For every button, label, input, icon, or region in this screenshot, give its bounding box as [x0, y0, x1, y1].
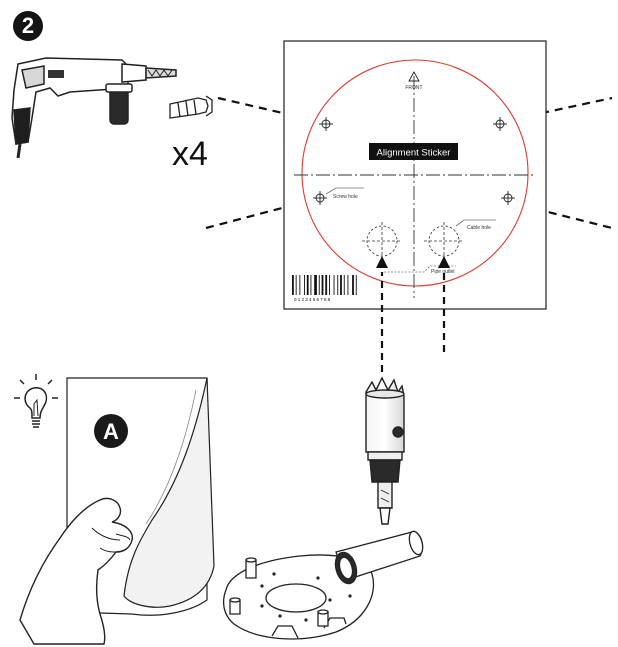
cable-hole-callout: Cable hole — [455, 219, 496, 231]
hole-saw-icon — [365, 376, 405, 525]
barcode-bar — [340, 275, 342, 295]
barcode-bar — [314, 275, 317, 295]
barcode-bar — [329, 275, 330, 295]
hammer-drill-icon — [11, 57, 177, 159]
barcode-bar — [318, 275, 320, 295]
barcode-bar — [321, 275, 324, 295]
anchor-quantity: x4 — [172, 135, 208, 173]
hand-icon — [19, 497, 133, 645]
barcode-bar — [343, 275, 345, 295]
barcode-bar — [306, 275, 309, 295]
front-marker: FRONT — [405, 71, 423, 91]
svg-text:Cable hole: Cable hole — [467, 225, 491, 231]
pipe-outlet-arrow — [376, 256, 388, 372]
template-sheet: FRONT Screw hole Cable hole — [283, 40, 547, 310]
step-badge: 2 — [13, 11, 43, 41]
barcode-bar — [333, 275, 335, 295]
template-circle — [301, 59, 529, 287]
lightbulb-icon — [14, 374, 58, 428]
svg-text:Screw hole: Screw hole — [333, 194, 358, 200]
screw-hole-callout: Screw hole — [325, 187, 364, 200]
barcode-bar — [352, 275, 354, 295]
screw-hole-markers — [313, 117, 515, 205]
barcode-bar — [310, 275, 312, 295]
barcode-bar — [304, 275, 305, 295]
sheet-letter: A — [103, 419, 119, 444]
mounting-base-icon — [222, 530, 424, 640]
barcode-bar — [355, 275, 357, 295]
cable-hole-arrow — [438, 256, 450, 352]
svg-text:FRONT: FRONT — [405, 85, 422, 91]
wall-anchor-icon — [169, 95, 213, 119]
barcode-bar — [347, 275, 349, 295]
barcode-bar — [292, 275, 294, 295]
barcode-number: 0 1 2 3 4 5 6 7 8 9 — [294, 297, 331, 302]
barcode: 0 1 2 3 4 5 6 7 8 9 — [292, 275, 357, 302]
step-number: 2 — [22, 13, 34, 38]
barcode-bar — [337, 275, 339, 295]
alignment-sticker: Alignment Sticker — [369, 143, 458, 160]
barcode-bar — [299, 275, 301, 295]
barcode-bar — [295, 275, 297, 295]
alignment-sticker-label: Alignment Sticker — [377, 148, 451, 159]
barcode-bar — [325, 275, 328, 295]
svg-text:Pipe outlet: Pipe outlet — [431, 269, 455, 275]
